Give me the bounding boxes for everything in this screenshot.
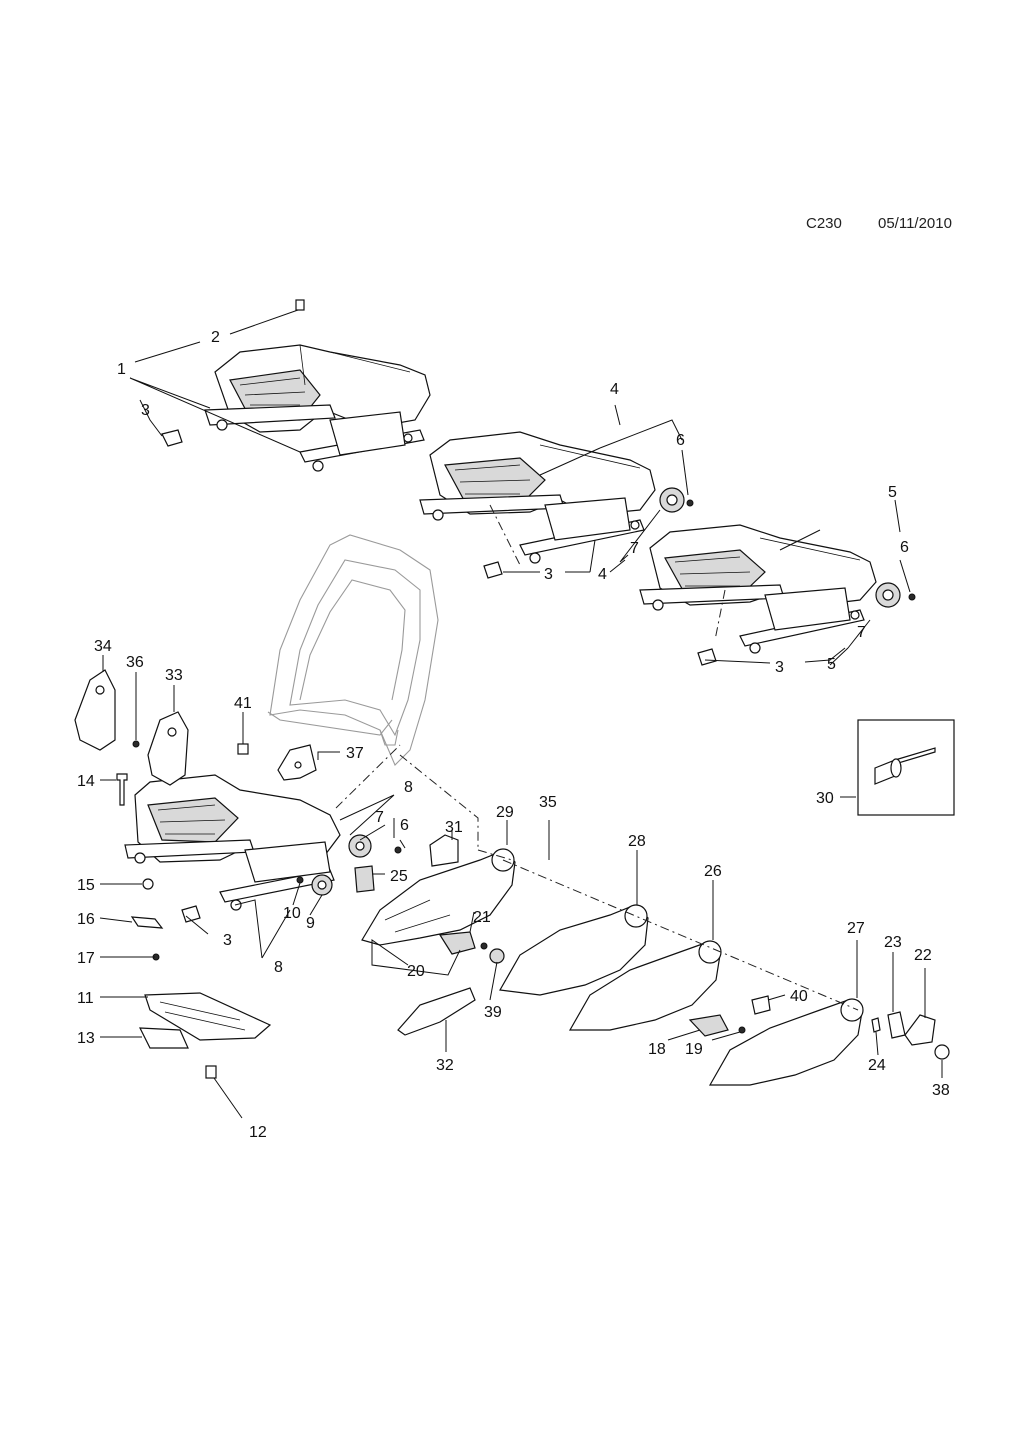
knob-39 — [489, 948, 505, 964]
callout-1: 1 — [117, 361, 126, 378]
mechanism-25 — [354, 865, 375, 893]
nut-15 — [142, 878, 154, 890]
backrest-frame-outline — [267, 534, 439, 766]
callout-7: 7 — [375, 809, 384, 826]
callout-27: 27 — [847, 920, 865, 937]
callout-18: 18 — [648, 1041, 666, 1058]
callout-37: 37 — [346, 745, 364, 762]
callout-12: 12 — [249, 1124, 267, 1141]
bolt-14 — [116, 773, 128, 806]
cap-40 — [751, 995, 771, 1015]
callout-31: 31 — [445, 819, 463, 836]
callout-8: 8 — [404, 779, 413, 796]
callout-3: 3 — [775, 659, 784, 676]
callout-4: 4 — [610, 381, 619, 398]
handle-18 — [688, 1014, 729, 1037]
nut-41 — [237, 743, 249, 755]
callout-39: 39 — [484, 1004, 502, 1021]
diagram-code: C230 — [806, 215, 842, 232]
handle-21 — [438, 931, 488, 955]
cover-31 — [429, 834, 459, 867]
clip-12 — [205, 1065, 217, 1079]
callout-22: 22 — [914, 947, 932, 964]
callout-28: 28 — [628, 833, 646, 850]
callout-14: 14 — [77, 773, 95, 790]
callout-6: 6 — [676, 432, 685, 449]
bracket-33 — [147, 711, 189, 786]
bolt-19 — [738, 1026, 746, 1034]
callout-25: 25 — [390, 868, 408, 885]
callout-17: 17 — [77, 950, 95, 967]
seat-frame-assembly-8 — [124, 774, 402, 923]
callout-30: 30 — [816, 790, 834, 807]
rivet-30-inset — [857, 719, 955, 816]
assembly-dashed-lines — [335, 504, 859, 1011]
tray-11 — [144, 992, 272, 1041]
side-cover-27 — [708, 998, 864, 1086]
callout-7: 7 — [630, 540, 639, 557]
callout-3: 3 — [544, 566, 553, 583]
washer-38 — [934, 1044, 950, 1060]
seat-frame-assembly-5 — [639, 524, 916, 666]
lever-23 — [887, 1011, 906, 1039]
handle-32 — [397, 987, 476, 1036]
callout-3: 3 — [223, 932, 232, 949]
callout-16: 16 — [77, 911, 95, 928]
callout-36: 36 — [126, 654, 144, 671]
callout-32: 32 — [436, 1057, 454, 1074]
bracket-34 — [74, 669, 116, 751]
callout-6: 6 — [400, 817, 409, 834]
callout-4: 4 — [598, 566, 607, 583]
seat-frame-assembly-4 — [419, 431, 694, 579]
callout-41: 41 — [234, 695, 252, 712]
callout-11: 11 — [77, 990, 94, 1007]
callout-35: 35 — [539, 794, 557, 811]
callout-23: 23 — [884, 934, 902, 951]
callout-40: 40 — [790, 988, 808, 1005]
callout-21: 21 — [473, 909, 491, 926]
callout-29: 29 — [496, 804, 514, 821]
callout-15: 15 — [77, 877, 95, 894]
callout-numbers: 1 2 3 4 6 7 3 4 5 6 7 3 5 34 36 33 41 37… — [77, 329, 950, 1141]
callout-6: 6 — [900, 539, 909, 556]
side-cover-26 — [568, 940, 722, 1031]
callout-10: 10 — [283, 905, 301, 922]
bolt-36 — [132, 740, 140, 748]
callout-5: 5 — [827, 656, 836, 673]
callout-33: 33 — [165, 667, 183, 684]
callout-24: 24 — [868, 1057, 886, 1074]
seat-frame-assembly-1 — [161, 299, 431, 472]
bracket-37 — [277, 744, 317, 781]
diagram-date: 05/11/2010 — [878, 215, 952, 232]
callout-20: 20 — [407, 963, 425, 980]
lever-22 — [904, 1014, 936, 1046]
callout-5: 5 — [888, 484, 897, 501]
side-cover-28 — [499, 904, 649, 996]
callout-19: 19 — [685, 1041, 703, 1058]
clip-24 — [871, 1017, 881, 1033]
callout-8: 8 — [274, 959, 283, 976]
callout-2: 2 — [211, 329, 220, 346]
callout-26: 26 — [704, 863, 722, 880]
callout-38: 38 — [932, 1082, 950, 1099]
pad-13 — [139, 1027, 189, 1049]
callout-13: 13 — [77, 1030, 95, 1047]
strip-16 — [130, 916, 164, 929]
callout-34: 34 — [94, 638, 112, 655]
callout-7: 7 — [857, 624, 866, 641]
side-cover-29 — [361, 848, 516, 946]
leader-lines — [99, 309, 943, 1119]
callout-9: 9 — [306, 915, 315, 932]
callout-3: 3 — [141, 402, 150, 419]
